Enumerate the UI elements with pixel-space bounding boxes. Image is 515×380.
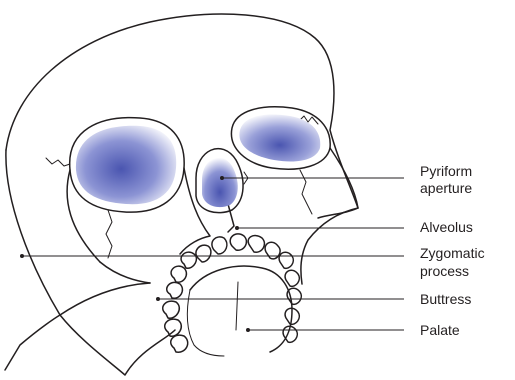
suture-right-orbit	[300, 170, 312, 214]
cheek-line	[60, 283, 150, 315]
suture-left	[46, 158, 70, 166]
pyriform-leader-dot	[220, 176, 224, 180]
pyriform-shading	[202, 158, 238, 208]
suture-left-orbit	[106, 210, 112, 258]
tooth	[171, 335, 188, 352]
lower-left-jaw	[5, 315, 60, 370]
label-buttress: Buttress	[420, 291, 471, 307]
tooth	[230, 234, 246, 250]
tooth	[165, 319, 182, 336]
palate-midline	[236, 282, 238, 330]
skull-left-side	[6, 150, 60, 315]
label-zygomatic-line1: Zygomatic	[420, 245, 485, 261]
label-pyriform-line2: aperture	[420, 180, 472, 196]
tooth	[248, 236, 264, 253]
label-alveolus: Alveolus	[420, 219, 473, 235]
label-pyriform-line1: Pyriform	[420, 163, 472, 179]
tooth	[279, 252, 293, 268]
tooth	[181, 252, 196, 268]
zygomatic-leader-dot	[20, 254, 24, 258]
zygomatic-arch	[318, 208, 358, 218]
palate-outline	[190, 266, 292, 352]
nasal-spine	[228, 204, 234, 232]
tooth	[167, 282, 183, 298]
lower-jaw-edge	[60, 315, 175, 375]
tooth	[212, 237, 227, 254]
left-orbit-shading	[76, 126, 176, 204]
alveolus-leader-dot	[235, 226, 239, 230]
left-cheek-contour	[100, 262, 150, 283]
palate-leader-dot	[246, 328, 250, 332]
tooth	[163, 301, 180, 318]
tooth	[285, 270, 299, 286]
label-palate: Palate	[420, 322, 460, 338]
label-zygomatic-line2: process	[420, 263, 469, 279]
buttress-leader-dot	[156, 297, 160, 301]
tooth	[196, 245, 211, 262]
palate-front-line	[187, 290, 224, 356]
tooth	[171, 266, 186, 282]
